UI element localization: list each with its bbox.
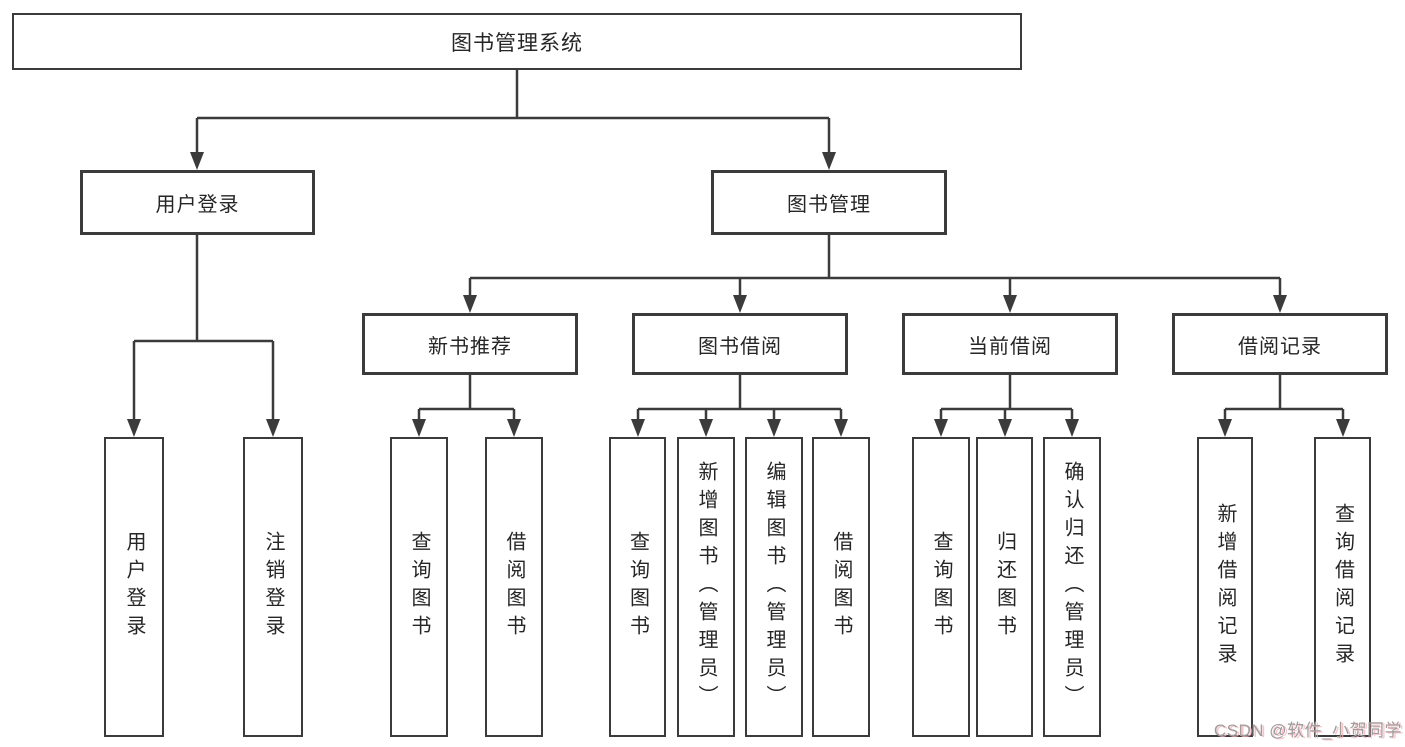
leaf-query-books-recommend: 查询图书 xyxy=(390,437,448,737)
leaf-add-books-admin: 新增图书（管理员） xyxy=(677,437,735,737)
leaf-query-books-current: 查询图书 xyxy=(912,437,970,737)
node-book-borrow: 图书借阅 xyxy=(632,313,848,375)
leaf-return-books: 归还图书 xyxy=(976,437,1033,737)
leaf-borrow-books-recommend: 借阅图书 xyxy=(485,437,543,737)
node-borrow-record: 借阅记录 xyxy=(1172,313,1388,375)
node-root-library-system: 图书管理系统 xyxy=(12,13,1022,70)
leaf-edit-books-admin: 编辑图书（管理员） xyxy=(745,437,803,737)
node-current-borrow: 当前借阅 xyxy=(902,313,1118,375)
node-new-book-recommend: 新书推荐 xyxy=(362,313,578,375)
leaf-query-borrow-record: 查询借阅记录 xyxy=(1314,437,1371,737)
leaf-confirm-return-admin: 确认归还（管理员） xyxy=(1043,437,1101,737)
node-book-management: 图书管理 xyxy=(711,170,947,235)
leaf-add-borrow-record: 新增借阅记录 xyxy=(1197,437,1253,737)
leaf-user-login: 用户登录 xyxy=(104,437,164,737)
csdn-watermark: CSDN @软件_小贺同学 xyxy=(1213,721,1402,740)
leaf-borrow-books: 借阅图书 xyxy=(812,437,870,737)
node-user-login: 用户登录 xyxy=(80,170,315,235)
leaf-logout: 注销登录 xyxy=(243,437,303,737)
leaf-query-books-borrow: 查询图书 xyxy=(609,437,666,737)
